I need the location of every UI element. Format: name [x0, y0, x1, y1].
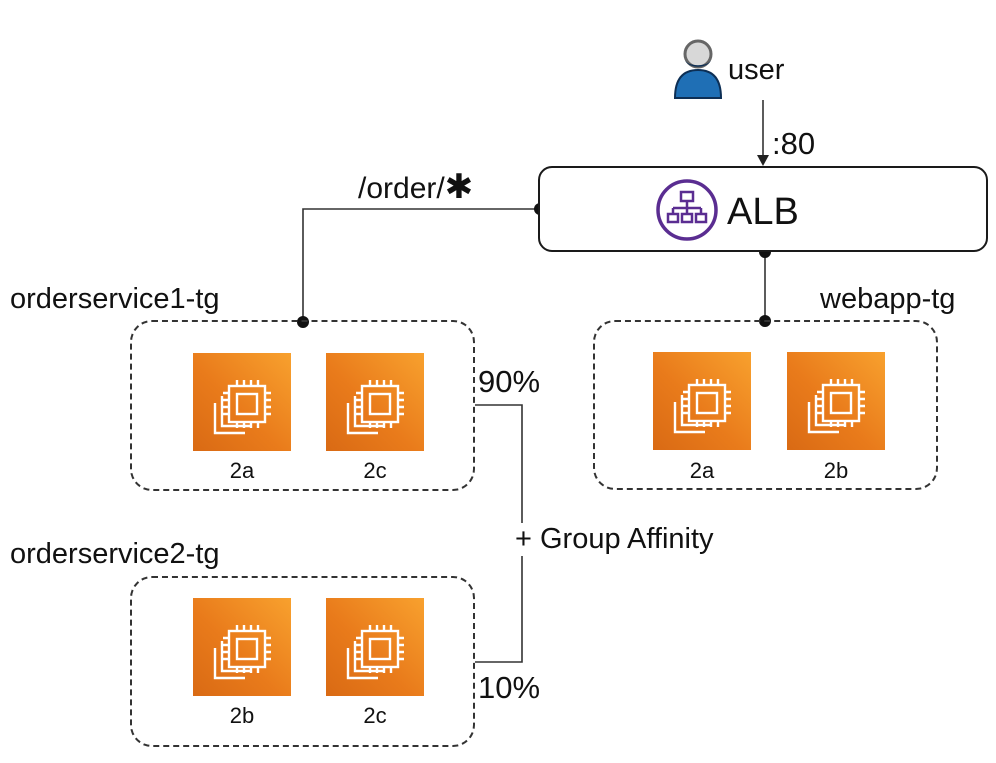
instance-az-label: 2c	[363, 703, 387, 728]
weight-tg1-label: 90%	[478, 364, 541, 399]
instance-az-label: 2b	[823, 458, 849, 483]
ec2-instance-icon[interactable]	[787, 352, 885, 450]
rule-path-text: /order/	[358, 172, 445, 205]
ec2-instance-icon[interactable]	[193, 598, 291, 696]
webapp-tg-box[interactable]	[593, 320, 938, 490]
user-label: user	[728, 54, 785, 86]
alb-to-orderservice1-line	[302, 208, 540, 322]
instance-az-label: 2c	[363, 458, 387, 483]
group-affinity-label: + Group Affinity	[515, 523, 714, 556]
ec2-instance-icon[interactable]	[193, 353, 291, 451]
ec2-instance-icon[interactable]	[326, 598, 424, 696]
orderservice2-tg-box[interactable]	[130, 576, 475, 747]
instance-az-label: 2a	[229, 458, 255, 483]
user-icon	[672, 36, 724, 100]
alb-box[interactable]	[538, 166, 988, 252]
orderservice1-tg-box[interactable]	[130, 320, 475, 491]
arrow-head	[757, 155, 769, 166]
alb-label: ALB	[727, 191, 799, 233]
orderservice2-tg-title: orderservice2-tg	[10, 538, 220, 570]
weight-tg2-label: 10%	[478, 670, 541, 705]
listener-port-label: :80	[772, 126, 816, 161]
ec2-instance-icon[interactable]	[326, 353, 424, 451]
webapp-tg-title: webapp-tg	[820, 283, 956, 315]
wildcard-icon: ✱	[444, 168, 474, 206]
connector-dot	[297, 316, 309, 328]
rule-path-label: /order/✱	[358, 170, 473, 204]
load-balancer-icon	[655, 178, 719, 242]
ec2-instance-icon[interactable]	[653, 352, 751, 450]
instance-az-label: 2b	[229, 703, 255, 728]
instance-az-label: 2a	[689, 458, 715, 483]
orderservice1-tg-title: orderservice1-tg	[10, 283, 220, 315]
